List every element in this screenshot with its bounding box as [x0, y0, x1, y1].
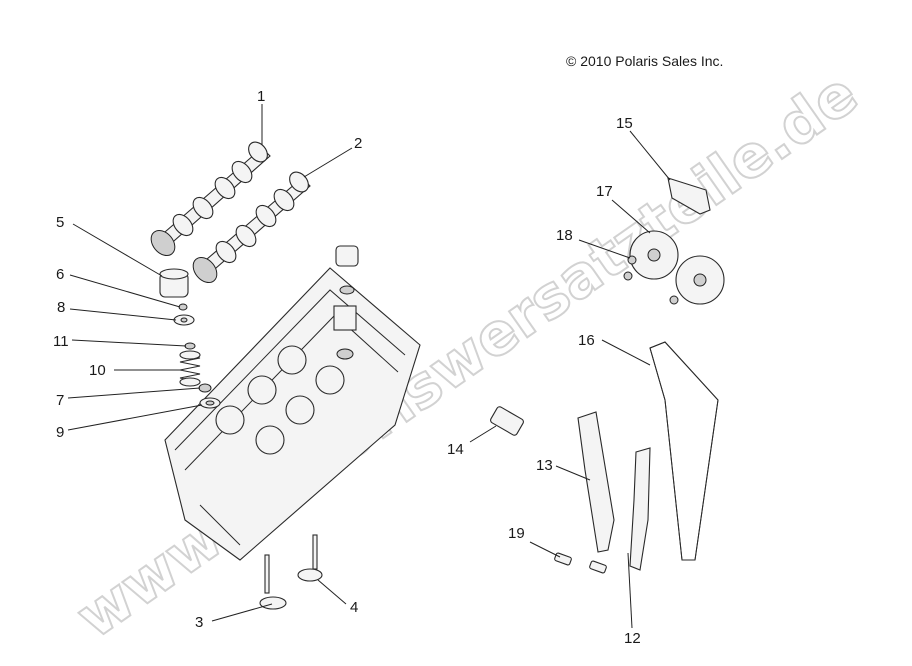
callout-17: 17 [596, 183, 613, 200]
callout-3: 3 [195, 614, 203, 631]
intake-valve [259, 554, 287, 610]
chain-tensioner [490, 406, 524, 436]
callout-13: 13 [536, 457, 553, 474]
callout-7: 7 [56, 392, 64, 409]
valve-keeper [178, 303, 188, 311]
callout-8: 8 [57, 299, 65, 316]
leader-lines [67, 104, 671, 629]
exhaust-valve [297, 534, 323, 582]
cylinder-head [164, 267, 421, 561]
cam-sprocket-exhaust [675, 255, 725, 305]
callout-2: 2 [354, 135, 362, 152]
camshaft-exhaust [192, 171, 311, 284]
spring-retainer [173, 314, 195, 326]
callout-6: 6 [56, 266, 64, 283]
callout-4: 4 [350, 599, 358, 616]
callout-14: 14 [447, 441, 464, 458]
copyright-text: © 2010 Polaris Sales Inc. [566, 53, 723, 69]
timing-chain [649, 341, 719, 561]
guide-bolts [554, 552, 607, 574]
cam-sprocket-intake [629, 230, 679, 280]
valve-stack-assembled [333, 245, 359, 360]
bucket-tappet [159, 268, 189, 298]
callout-11: 11 [53, 333, 69, 350]
valve-shim [184, 342, 196, 350]
chain-guide-top [667, 177, 711, 215]
tensioner-guide [577, 411, 615, 553]
callout-15: 15 [616, 115, 633, 132]
spring-seat [199, 397, 221, 409]
valve-spring [179, 350, 201, 387]
callout-12: 12 [624, 630, 641, 647]
camshaft-intake [150, 141, 271, 257]
callout-9: 9 [56, 424, 64, 441]
callout-5: 5 [56, 214, 64, 231]
valve-stem-seal [198, 383, 212, 393]
callout-10: 10 [89, 362, 106, 379]
chain-guide-fixed [629, 447, 651, 571]
callout-18: 18 [556, 227, 573, 244]
callout-1: 1 [257, 88, 265, 105]
callout-19: 19 [508, 525, 525, 542]
callout-16: 16 [578, 332, 595, 349]
